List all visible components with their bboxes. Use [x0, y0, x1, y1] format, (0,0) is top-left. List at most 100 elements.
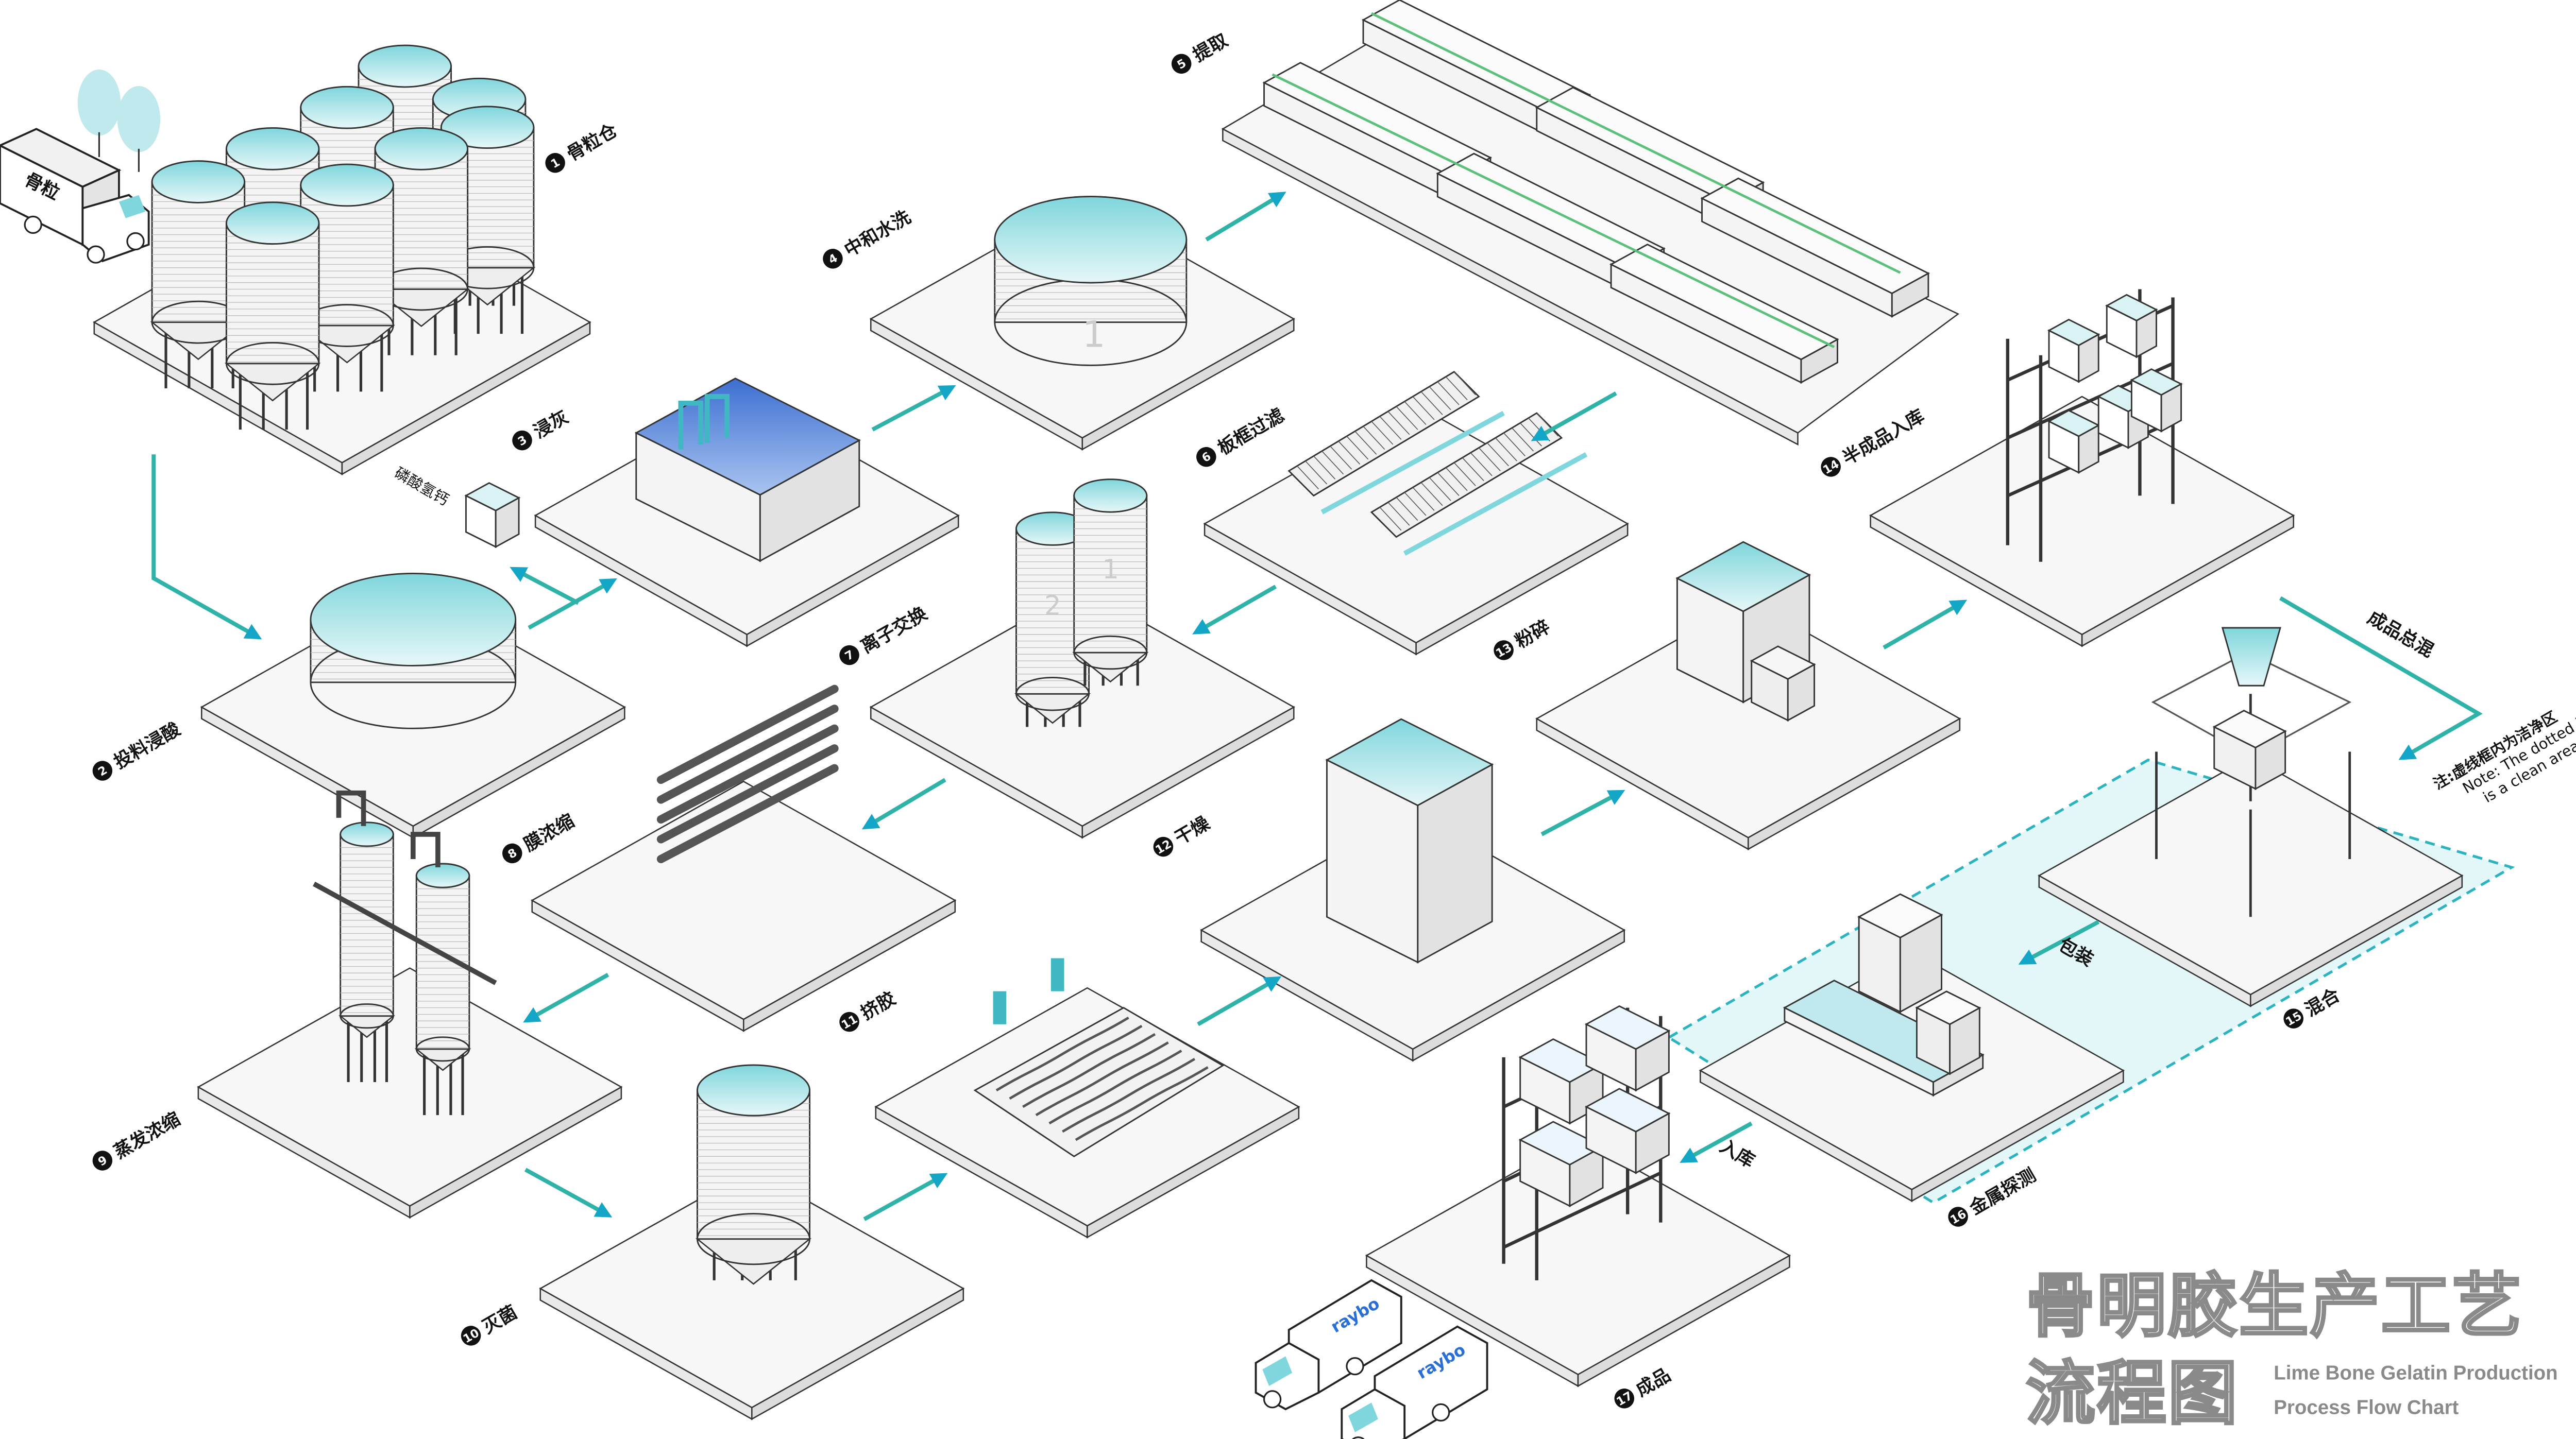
box-top — [1750, 645, 1816, 680]
phosphate-bag — [464, 482, 521, 549]
flow-arrow — [151, 454, 262, 640]
mixer-motor — [2212, 710, 2287, 791]
cylinder-top — [151, 160, 246, 203]
step-number-badge — [1196, 447, 1216, 467]
platform-top — [531, 780, 957, 1020]
platform-13 — [1869, 396, 2295, 647]
wheel — [1263, 1390, 1282, 1409]
cylinder-top — [225, 127, 320, 170]
membrane-tube — [656, 705, 839, 804]
column-number: 1 — [1102, 554, 1119, 585]
step-name: 板框过滤 — [1214, 405, 1288, 459]
cylinder-bottom-rim — [1015, 677, 1090, 711]
delivery-truck: raybo — [1255, 1279, 1402, 1411]
cylinder-body — [225, 222, 320, 365]
flow-arrow — [1192, 585, 1277, 635]
filter-plate — [1520, 422, 1542, 447]
flow-arrow — [524, 1168, 613, 1218]
box-top — [1584, 1005, 1671, 1050]
filter-plate — [1412, 487, 1435, 511]
platform-top — [197, 967, 623, 1207]
box-top — [1262, 62, 1493, 179]
gel-noodle — [1009, 1024, 1143, 1100]
flow-arrow — [1680, 1121, 1753, 1163]
filter-plate — [1503, 432, 1526, 456]
cylinder-bottom-rim — [340, 1003, 394, 1029]
platform-top — [539, 1169, 965, 1409]
flow-arrow — [528, 578, 617, 630]
byproduct-label: 磷酸氢钙 — [392, 464, 452, 509]
filter-plate — [1470, 452, 1493, 476]
ion-exchange-column-1 — [1072, 478, 1149, 686]
acid-soak-tank — [310, 573, 517, 729]
rack-shelf — [1503, 1171, 1662, 1249]
step-name: 蒸发浓缩 — [110, 1108, 184, 1163]
step-name: 中和水洗 — [841, 207, 914, 261]
filter-plate — [1321, 451, 1344, 475]
box-top — [1325, 718, 1494, 807]
platform-8 — [197, 967, 623, 1219]
filter-plate — [1478, 447, 1501, 471]
cylinder-top — [310, 573, 517, 666]
gel-noodle — [1035, 1041, 1169, 1117]
filter-plate — [1495, 437, 1517, 461]
platform-top — [1365, 1136, 1791, 1376]
platform-extraction-side — [1222, 128, 1799, 446]
box-top — [2130, 368, 2183, 396]
ton-bag — [2047, 318, 2100, 383]
box-top — [1857, 893, 1943, 938]
box-top — [2047, 318, 2100, 347]
step-name: 干燥 — [1171, 812, 1213, 849]
extraction-tank — [1700, 177, 1930, 318]
step-name: 灭菌 — [479, 1301, 521, 1338]
step-number-badge — [1821, 457, 1841, 477]
platform-16 — [1365, 1136, 1791, 1387]
membrane-tube — [656, 744, 839, 844]
step-number-badge — [1494, 640, 1514, 660]
box-top — [2212, 710, 2287, 749]
evaporator — [338, 821, 395, 1082]
filter-plate — [1379, 507, 1402, 531]
cylinder-body — [340, 833, 394, 1017]
cylinder-top — [440, 106, 535, 149]
step-name: 提取 — [1190, 29, 1232, 66]
gel-noodle — [1062, 1058, 1196, 1133]
filter-plate — [1371, 421, 1394, 445]
filter-plate — [1305, 460, 1328, 485]
clean-area-note: 注:虚线框内为洁净区 Note: The dotted box is a cle… — [2430, 703, 2576, 806]
evaporator-pipe — [313, 790, 497, 985]
sterilizer-tank — [695, 1064, 812, 1285]
filter-plate — [1297, 466, 1319, 490]
step-number-badge — [2283, 1008, 2303, 1029]
flow-arrow — [1531, 391, 1617, 441]
filter-plate — [1420, 482, 1443, 506]
filter-plate — [1437, 381, 1460, 405]
ton-bag — [2130, 368, 2183, 433]
lime-soak-pool — [634, 378, 861, 562]
filter-plate — [1445, 376, 1468, 400]
filter-plate — [1445, 467, 1468, 491]
flow-arrow — [1197, 976, 1282, 1026]
title-line1: 骨明胶生产工艺 — [2026, 1265, 2523, 1346]
flow-arrow — [1205, 192, 1286, 242]
gel-noodle — [995, 1016, 1129, 1092]
filter-plate — [1313, 455, 1336, 479]
trees — [77, 69, 161, 172]
filter-plate — [1396, 497, 1418, 521]
filter-plate — [1404, 492, 1427, 516]
step-number-badge — [1614, 1389, 1634, 1409]
step-name: 浸灰 — [530, 406, 572, 443]
flow-arrow — [1540, 790, 1625, 836]
step-number-badge — [545, 153, 565, 173]
membrane-tube — [656, 684, 839, 784]
title-line2: 流程图 — [2026, 1353, 2239, 1434]
cylinder-bottom-rim — [697, 1213, 811, 1265]
filter-plate — [1462, 457, 1484, 482]
membrane-tube — [656, 764, 839, 864]
carton-stack — [1584, 1088, 1671, 1174]
neutral-wash-tank — [994, 196, 1188, 366]
